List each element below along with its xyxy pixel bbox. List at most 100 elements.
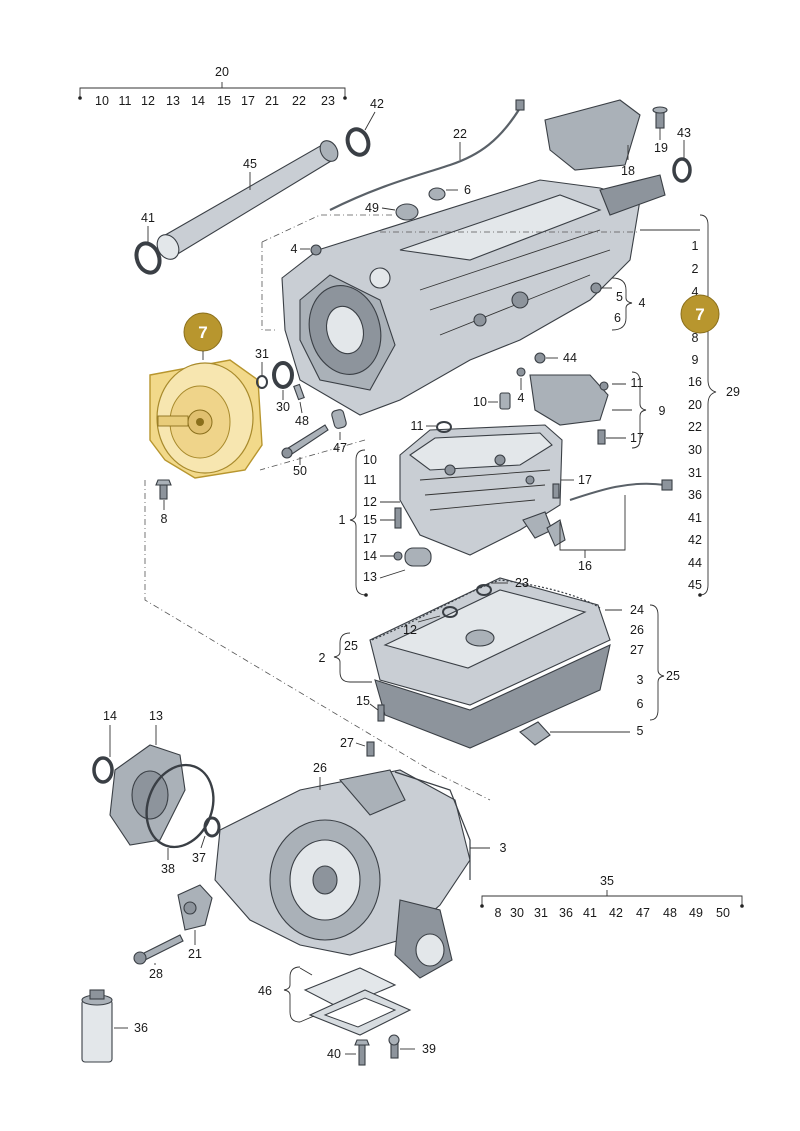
group-35-label: 35 — [600, 874, 614, 888]
group-35-item: 8 — [495, 906, 502, 920]
part-31-oring: 31 — [255, 347, 269, 389]
group-35-item: 47 — [636, 906, 650, 920]
group-1-item: 12 — [363, 495, 377, 509]
group-20-item: 23 — [321, 94, 335, 108]
group-25-left-item: 25 — [344, 639, 358, 653]
callout-group-4: 5 6 4 — [590, 277, 646, 331]
part-label: 28 — [149, 967, 163, 981]
part-47-sleeve: 47 — [331, 409, 347, 455]
part-4-bolt-top: 4 — [291, 242, 322, 256]
group-20-item: 15 — [217, 94, 231, 108]
part-label: 10 — [473, 395, 487, 409]
callout-group-1: 10 11 12 15 17 14 13 1 — [339, 449, 432, 597]
part-label: 38 — [161, 862, 175, 876]
group-29-item: 31 — [688, 466, 702, 480]
part-12-bolt: 17 — [552, 473, 592, 499]
part-45-tube: 45 — [156, 140, 339, 260]
group-20-item: 10 — [95, 94, 109, 108]
part-51-sensor: 21 — [177, 884, 213, 961]
group-4-label: 4 — [639, 296, 646, 310]
part-28-front-housing: 26 — [214, 761, 471, 979]
group-1-label: 1 — [339, 513, 346, 527]
group-20-item: 14 — [191, 94, 205, 108]
part-22-harness: 22 — [329, 99, 525, 211]
part-label: 4 — [518, 391, 525, 405]
part-27-oring: 23 — [476, 576, 529, 596]
part-label: 15 — [356, 694, 370, 708]
group-25-left-label: 2 — [319, 651, 326, 665]
group-35-item: 48 — [663, 906, 677, 920]
part-5-plug — [519, 721, 630, 746]
part-26-oring: 12 — [403, 606, 458, 637]
part-transmission-housing — [281, 174, 666, 416]
group-29-item: 16 — [688, 375, 702, 389]
part-label: 40 — [327, 1047, 341, 1061]
part-label: 47 — [333, 441, 347, 455]
group-35-item: 30 — [510, 906, 524, 920]
group-35-item: 41 — [583, 906, 597, 920]
part-valve-body — [399, 424, 563, 556]
part-label: 39 — [422, 1042, 436, 1056]
group-25-right-item: 24 — [630, 603, 644, 617]
part-19-bolt: 19 — [652, 106, 668, 155]
part-label: 22 — [453, 127, 467, 141]
group-9-item: 11 — [631, 376, 644, 390]
part-label: 43 — [677, 126, 691, 140]
group-20-label: 20 — [215, 65, 229, 79]
highlight-badge-right — [680, 294, 720, 334]
part-39-seal: 37 — [192, 816, 221, 865]
part-label: 48 — [295, 414, 309, 428]
group-4-item: 6 — [614, 311, 621, 325]
part-53-bolt: 39 — [388, 1034, 436, 1059]
group-9-label: 9 — [659, 404, 666, 418]
part-label: 6 — [464, 183, 471, 197]
group-29-item: 45 — [688, 578, 702, 592]
part-label: 30 — [276, 400, 290, 414]
part-label: 41 — [141, 211, 155, 225]
part-label: 13 — [149, 709, 163, 723]
part-label: 44 — [563, 351, 577, 365]
part-label: 4 — [291, 242, 298, 256]
group-29-item: 42 — [688, 533, 702, 547]
part-3-bolt: 15 — [356, 694, 385, 722]
part-23-oring: 11 — [411, 419, 452, 433]
group-29-item: 8 — [692, 331, 699, 345]
part-49-cap: 49 — [365, 201, 419, 221]
part-label: 36 — [134, 1021, 148, 1035]
part-21-plug: 27 — [340, 736, 375, 757]
group-29-item: 30 — [688, 443, 702, 457]
group-25-right-item: 27 — [630, 643, 644, 657]
part-30-seal: 30 — [272, 361, 294, 414]
part-label: 11 — [411, 419, 424, 433]
group-35-item: 36 — [559, 906, 573, 920]
part-label: 27 — [340, 736, 354, 750]
callout-group-46: 46 — [258, 966, 412, 1036]
group-20-item: 17 — [241, 94, 255, 108]
part-label: 21 — [188, 947, 202, 961]
group-35-item: 42 — [609, 906, 623, 920]
group-29-item: 22 — [688, 420, 702, 434]
group-29-item: 1 — [692, 239, 699, 253]
callout-group-20: 20 10 11 12 13 14 15 17 21 22 23 — [78, 65, 347, 108]
group-35-item: 50 — [716, 906, 730, 920]
group-25-right-item: 6 — [637, 697, 644, 711]
part-label: 42 — [370, 97, 384, 111]
group-35-item: 49 — [689, 906, 703, 920]
part-7-torque-converter-highlighted: 7 — [149, 312, 263, 479]
part-55-filter: 36 — [81, 989, 148, 1063]
group-20-item: 21 — [265, 94, 279, 108]
callout-group-35: 35 8 30 31 36 41 42 47 48 49 50 — [480, 874, 744, 920]
callout-group-29: 29 1 2 4 8 9 16 20 22 30 31 36 41 42 44 … — [640, 214, 740, 597]
group-29-item: 2 — [692, 262, 699, 276]
part-54-bolt: 40 — [327, 1039, 370, 1066]
group-29-item: 9 — [692, 353, 699, 367]
part-38-seal: 14 — [92, 709, 117, 784]
group-29-label: 29 — [726, 385, 740, 399]
group-25-right-item: 5 — [637, 724, 644, 738]
part-50-bolt: 50 — [281, 424, 329, 478]
part-41-seal: 41 — [134, 211, 162, 275]
group-20-item: 11 — [119, 94, 132, 108]
group-46-label: 46 — [258, 984, 272, 998]
group-16-label: 16 — [578, 559, 592, 573]
group-1-item: 15 — [363, 513, 377, 527]
